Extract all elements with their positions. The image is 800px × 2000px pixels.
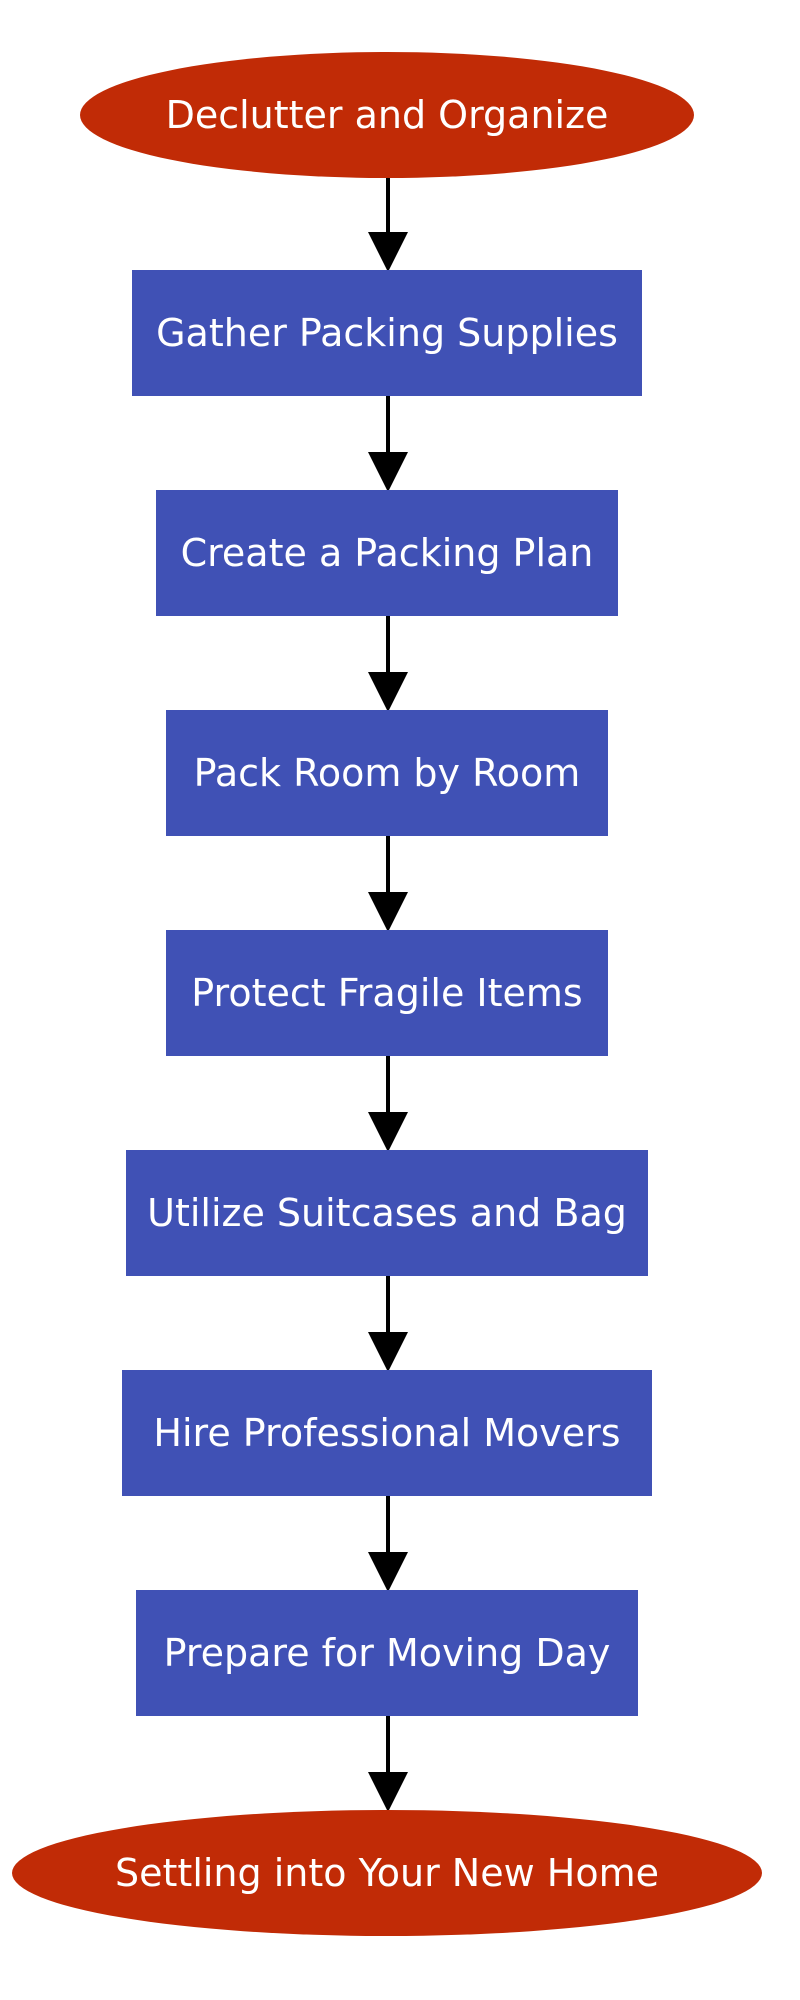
flow-node-label: Hire Professional Movers: [153, 1411, 621, 1455]
flow-node-create-a-packing-plan: Create a Packing Plan: [156, 490, 618, 616]
flow-node-gather-packing-supplies: Gather Packing Supplies: [132, 270, 642, 396]
flow-node-label: Declutter and Organize: [165, 93, 609, 137]
flow-node-label: Pack Room by Room: [193, 751, 581, 795]
flow-node-protect-fragile-items: Protect Fragile Items: [166, 930, 608, 1056]
flow-node-pack-room-by-room: Pack Room by Room: [166, 710, 608, 836]
flow-node-hire-professional-movers: Hire Professional Movers: [122, 1370, 652, 1496]
flow-node-prepare-for-moving-day: Prepare for Moving Day: [136, 1590, 638, 1716]
flow-node-label: Create a Packing Plan: [180, 531, 594, 575]
flow-node-label: Prepare for Moving Day: [163, 1631, 611, 1675]
flow-node-declutter-and-organize: Declutter and Organize: [80, 52, 694, 178]
flow-node-label: Utilize Suitcases and Bag: [147, 1191, 627, 1235]
flow-node-utilize-suitcases-and-bag: Utilize Suitcases and Bag: [126, 1150, 648, 1276]
flow-node-label: Protect Fragile Items: [191, 971, 583, 1015]
flow-node-settling-into-your-new-home: Settling into Your New Home: [12, 1810, 762, 1936]
flow-node-label: Gather Packing Supplies: [156, 311, 618, 355]
flow-node-label: Settling into Your New Home: [115, 1851, 659, 1895]
